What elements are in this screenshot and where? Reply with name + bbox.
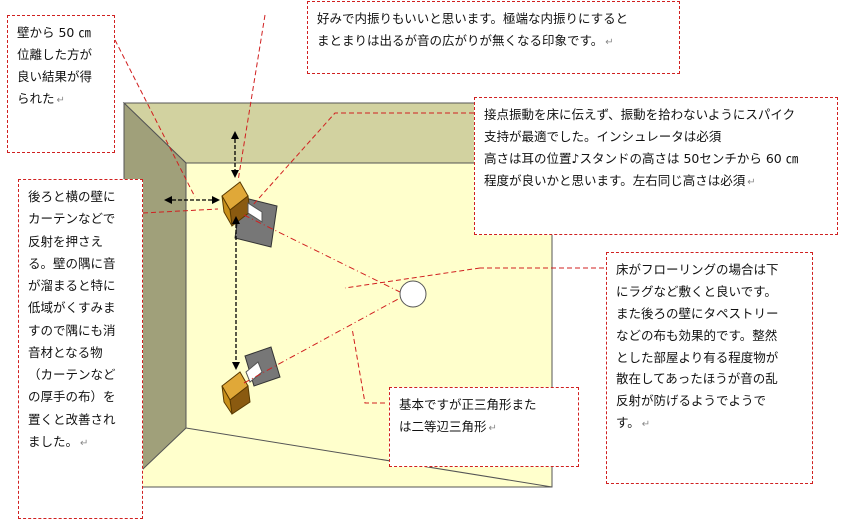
note-triangle: 基本ですが正三角形また は二等辺三角形↵ [389, 387, 579, 467]
note-spike-support: 接点振動を床に伝えず、振動を拾わないようにスパイク 支持が最適でした。インシュレ… [474, 97, 838, 235]
note-curtain: 後ろと横の壁に カーテンなどで 反射を押さえ る。壁の隅に音 が溜まると特に 低… [18, 179, 143, 519]
paragraph-mark: ↵ [747, 176, 756, 188]
paragraph-mark: ↵ [80, 437, 89, 449]
paragraph-mark: ↵ [488, 422, 497, 434]
listening-position-icon [399, 280, 427, 308]
note-triangle-text: 基本ですが正三角形また は二等辺三角形↵ [399, 397, 537, 434]
note-wall-distance: 壁から 50 ㎝ 位離した方が 良い結果が得 られた↵ [7, 15, 115, 153]
note-toe-in: 好みで内振りもいいと思います。極端な内振りにすると まとまりは出るが音の広がりが… [307, 1, 680, 74]
listening-triangle [243, 214, 401, 384]
note-curtain-text: 後ろと横の壁に カーテンなどで 反射を押さえ る。壁の隅に音 が溜まると特に 低… [28, 189, 116, 449]
note-floor-rug-text: 床がフローリングの場合は下 にラグなど敷くと良いです。 また後ろの壁にタペストリ… [616, 262, 779, 431]
callout-leaders [114, 14, 604, 404]
distance-arrows [164, 131, 240, 370]
note-wall-distance-text: 壁から 50 ㎝ 位離した方が 良い結果が得 られた↵ [17, 25, 93, 106]
paragraph-mark: ↵ [605, 36, 614, 48]
note-floor-rug: 床がフローリングの場合は下 にラグなど敷くと良いです。 また後ろの壁にタペストリ… [606, 252, 813, 484]
note-toe-in-text: 好みで内振りもいいと思います。極端な内振りにすると まとまりは出るが音の広がりが… [317, 11, 629, 48]
paragraph-mark: ↵ [56, 94, 65, 106]
floor-edge-bottom [185, 427, 553, 488]
paragraph-mark: ↵ [641, 419, 651, 431]
note-spike-support-text: 接点振動を床に伝えず、振動を拾わないようにスパイク 支持が最適でした。インシュレ… [484, 107, 799, 188]
speaker-upper-icon [221, 181, 263, 227]
speaker-lower-icon [221, 361, 263, 415]
